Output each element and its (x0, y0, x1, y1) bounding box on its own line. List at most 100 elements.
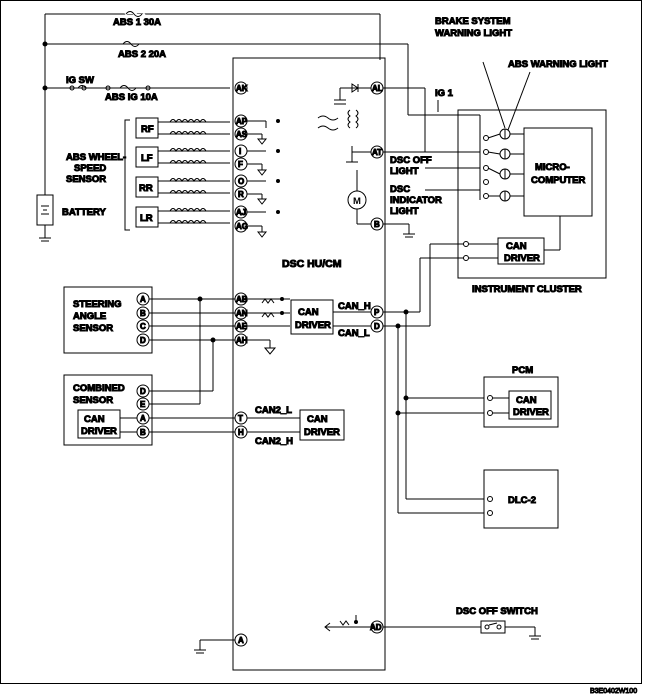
wheel-sensor-label-2: SPEED (74, 163, 106, 174)
pin-i: I (239, 147, 241, 156)
fuse-abs1-label: ABS 1 30A (113, 17, 161, 28)
can-l-label: CAN_L (338, 328, 370, 339)
dsc-indicator-label-3: LIGHT (390, 206, 419, 217)
pin-al: AL (372, 84, 383, 93)
combined-driver-label: DRIVER (81, 426, 117, 437)
pin-an: AN (236, 309, 248, 318)
combined-pin-e: E (140, 400, 146, 409)
pin-b: B (374, 220, 380, 229)
brake-warning-label-1: BRAKE SYSTEM (435, 16, 511, 27)
wheel-sensor-lr (135, 206, 230, 228)
microcomputer-box (523, 127, 593, 217)
dsc-indicator-label-1: DSC (390, 184, 410, 195)
dsc-off-switch-contact-1 (484, 624, 490, 630)
wheel-sensor-bracket (124, 119, 130, 231)
pcm-box (483, 376, 559, 428)
combined-pin-a: A (140, 414, 146, 423)
combined-sensor-wires (120, 299, 235, 433)
dsc-off-light-label-1: DSC OFF (390, 155, 432, 166)
sensor-lr-label: LR (140, 213, 153, 224)
cluster-internals (463, 61, 561, 261)
dsc-off-light-label-2: LIGHT (390, 166, 419, 177)
battery-label: BATTERY (62, 207, 106, 218)
microcomputer-label-1: MICRO- (535, 162, 570, 173)
dsc-indicator-label-2: INDICATOR (390, 195, 442, 206)
combined-sensor-label-2: SENSOR (73, 395, 113, 406)
combined-sensor-box (63, 374, 153, 446)
steering-wires (149, 296, 235, 343)
can2-l-label: CAN2_L (255, 405, 292, 416)
pin-a-ground: A (238, 636, 244, 645)
battery-symbol (36, 194, 54, 242)
combined-can-driver-box (77, 409, 121, 439)
wheel-sensor-label-3: SENSOR (66, 174, 106, 185)
dsc-driver-label: DRIVER (295, 320, 331, 331)
dlc2-box (483, 469, 559, 529)
dsc-to-cluster-lines (383, 87, 480, 191)
wheel-sensor-lf (135, 146, 230, 168)
pin-ag: AG (236, 222, 248, 231)
figure-code: B3E0402W100 (590, 688, 637, 695)
dsc-steering-internal (247, 297, 290, 355)
steering-label-1: STEERING (73, 299, 122, 310)
pin-ad: AD (370, 623, 382, 632)
dsc-hu-cm-label: DSC HU/CM (282, 258, 342, 270)
combined-pin-b: B (140, 428, 146, 437)
wheel-sensor-rr (135, 176, 230, 198)
pcm-pin-2 (487, 410, 493, 416)
pcm-driver-label: DRIVER (513, 407, 549, 418)
fuse-abs-ig-label: ABS IG 10A (105, 92, 158, 103)
pin-ab: AB (236, 295, 248, 304)
pin-ap: AP (236, 117, 248, 126)
power-supply-lines (42, 10, 409, 195)
pin-at: AT (372, 148, 382, 157)
instrument-cluster-box (457, 109, 607, 279)
ground-symbol-b (383, 223, 415, 238)
sensor-lf-label: LF (141, 153, 153, 164)
instrument-cluster-label: INSTRUMENT CLUSTER (472, 284, 582, 295)
combined-sensor-label-1: COMBINED (73, 383, 125, 394)
dsc-internal-relay-circuit: M (317, 83, 371, 225)
dsc-can2-driver-label: DRIVER (304, 427, 340, 438)
pin-as: AS (236, 130, 248, 139)
wheel-sensor-label-1: ABS WHEEL- (66, 152, 126, 163)
dsc-right-pins (370, 81, 384, 634)
brake-warning-label-2: WARNING LIGHT (435, 28, 512, 39)
sensor-rr-label: RR (139, 183, 153, 194)
steering-angle-sensor-box (63, 286, 153, 354)
motor-label: M (353, 196, 361, 207)
cluster-driver-label: DRIVER (504, 253, 540, 264)
ig-sw-label: IG SW (66, 75, 94, 86)
microcomputer-label-2: COMPUTER (531, 175, 586, 186)
steering-pins (136, 292, 150, 347)
pcm-label: PCM (512, 365, 533, 376)
wheel-sensor-rf (135, 117, 230, 139)
fuse-abs2-label: ABS 2 20A (118, 49, 166, 60)
dsc-off-switch-label: DSC OFF SWITCH (456, 606, 538, 617)
dsc-can-driver-box (290, 299, 334, 335)
steering-pin-b: B (140, 309, 146, 318)
pin-p: P (374, 308, 380, 317)
cluster-can-driver-box (497, 237, 545, 265)
steering-pin-d: D (140, 336, 146, 345)
dsc-hu-cm-box (232, 57, 386, 671)
cluster-can-lines (419, 243, 464, 326)
abs-warning-light-label: ABS WARNING LIGHT (508, 59, 608, 70)
can-bus-lines (383, 309, 484, 514)
pin-ah: AH (236, 336, 248, 345)
dsc-switch-internal (324, 615, 371, 632)
pcm-can-driver-box (508, 390, 552, 420)
dlc2-label: DLC-2 (508, 495, 536, 506)
dlc2-pin-2 (487, 510, 493, 516)
dsc-off-switch-contact-2 (496, 624, 502, 630)
ground-symbol-dsc (194, 639, 235, 654)
dsc-can2-driver-box (299, 409, 345, 441)
steering-pin-c: C (140, 322, 146, 331)
diagram-frame (0, 0, 642, 684)
combined-can-label: CAN (84, 414, 105, 425)
can-h-label: CAN_H (338, 301, 371, 312)
pin-o: O (238, 177, 244, 186)
combined-pin-d: D (140, 387, 146, 396)
